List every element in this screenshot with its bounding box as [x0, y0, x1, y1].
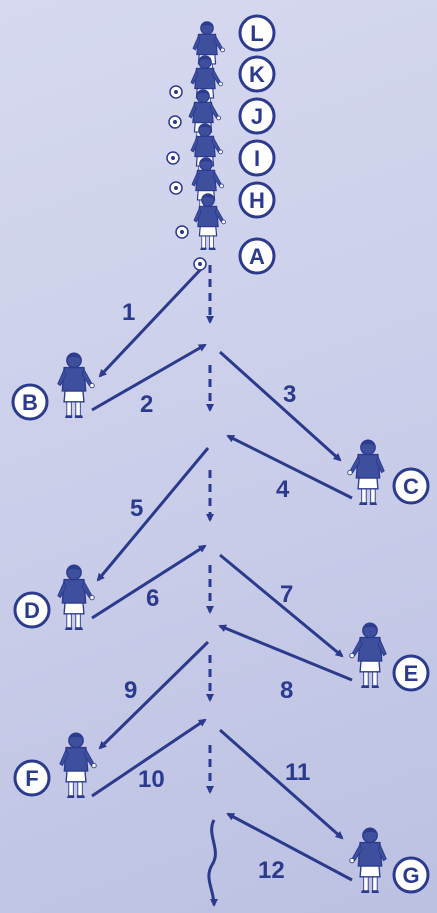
svg-text:C: C	[403, 474, 419, 499]
svg-text:B: B	[22, 390, 38, 415]
step-number: 4	[276, 476, 290, 503]
ball-icon	[169, 181, 183, 195]
player-badge-h: H	[238, 181, 276, 219]
ball-icon	[166, 151, 180, 165]
step-number: 5	[130, 495, 143, 522]
svg-text:E: E	[404, 661, 419, 686]
player-figure	[349, 827, 387, 893]
step-number: 8	[280, 677, 293, 704]
player-figure	[57, 564, 95, 630]
run-path	[206, 265, 218, 907]
step-number: 2	[140, 391, 153, 418]
ball-icon	[169, 85, 183, 99]
queue-balls	[166, 85, 207, 271]
player-badge-g: G	[392, 856, 430, 894]
player-badge-j: J	[238, 97, 276, 135]
player-badge-e: E	[392, 654, 430, 692]
svg-text:G: G	[402, 863, 419, 888]
svg-text:H: H	[249, 188, 265, 213]
player-badge-d: D	[13, 591, 51, 629]
step-number: 7	[280, 581, 293, 608]
step-number: 9	[124, 677, 137, 704]
step-number: 6	[146, 585, 159, 612]
svg-text:D: D	[24, 598, 40, 623]
player-badge-l: L	[238, 14, 276, 52]
step-numbers: 1 2 3 4 5 6 7 8 9 10 11 12	[122, 299, 310, 884]
step-number: 12	[258, 857, 285, 884]
station-players	[57, 352, 387, 893]
station-badges: B C D E F G	[11, 383, 430, 894]
player-badge-k: K	[238, 55, 276, 93]
step-number: 1	[122, 299, 135, 326]
player-badge-b: B	[11, 383, 49, 421]
player-figure	[347, 439, 385, 505]
player-figure	[190, 55, 223, 112]
queue-badges: L K J I H A	[238, 14, 276, 275]
step-number: 3	[283, 381, 296, 408]
player-figure	[349, 622, 387, 688]
svg-text:K: K	[249, 62, 265, 87]
player-badge-c: C	[392, 467, 430, 505]
svg-text:I: I	[254, 146, 260, 171]
step-number: 11	[285, 759, 310, 786]
svg-text:A: A	[249, 244, 265, 269]
pass-arrows	[91, 266, 353, 882]
player-badge-a: A	[238, 237, 276, 275]
ball-icon	[175, 225, 189, 239]
player-badge-i: I	[238, 139, 276, 177]
ball-icon	[168, 115, 182, 129]
player-figure	[193, 193, 226, 250]
player-figure	[57, 352, 95, 418]
svg-text:F: F	[25, 766, 38, 791]
player-figure	[59, 732, 97, 798]
svg-text:L: L	[250, 21, 263, 46]
queue-players	[188, 21, 226, 250]
svg-text:J: J	[251, 104, 263, 129]
player-badge-f: F	[13, 759, 51, 797]
ball-icon	[193, 257, 207, 271]
step-number: 10	[138, 766, 165, 793]
